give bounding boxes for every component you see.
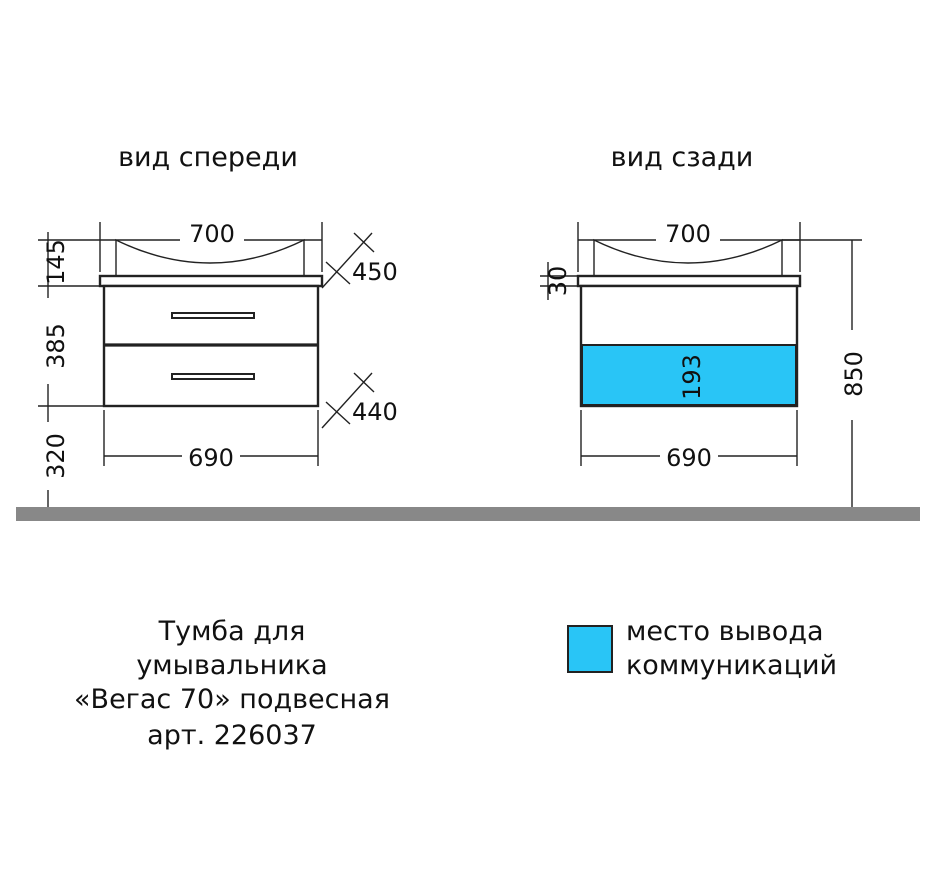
front-view-title: вид спереди bbox=[118, 142, 298, 173]
legend: место вывода коммуникаций bbox=[567, 616, 837, 681]
caption-line-2: умывальника bbox=[136, 650, 327, 681]
front-depth-top-cross-2 bbox=[353, 232, 375, 253]
front-drawer-handle-top bbox=[171, 312, 255, 319]
back-communication-zone bbox=[581, 344, 797, 406]
front-h-floor-label: 320 bbox=[42, 433, 70, 479]
back-view: вид сзади 700 690 30 193 850 bbox=[540, 142, 868, 508]
front-depth-bottom-cross bbox=[325, 401, 351, 425]
back-width-bottom-label: 690 bbox=[666, 444, 712, 472]
product-caption: Тумба для умывальника «Вегас 70» подвесн… bbox=[74, 616, 390, 751]
floor-line bbox=[16, 507, 920, 521]
back-width-top-label: 700 bbox=[665, 220, 711, 248]
legend-line-2: коммуникаций bbox=[626, 650, 837, 681]
front-drawer-handle-bottom bbox=[171, 373, 255, 380]
front-depth-top-cross bbox=[325, 261, 351, 285]
back-view-title: вид сзади bbox=[611, 142, 754, 173]
back-sink-basin bbox=[593, 238, 783, 276]
front-view: вид спереди 700 690 145 385 320 bbox=[38, 142, 398, 520]
front-h-body-label: 385 bbox=[42, 323, 70, 369]
front-width-top-label: 700 bbox=[189, 220, 235, 248]
front-depth-bottom-cross-2 bbox=[353, 372, 375, 393]
back-h-top-label: 30 bbox=[544, 266, 572, 297]
caption-line-1: Тумба для bbox=[158, 616, 306, 647]
back-countertop bbox=[576, 274, 802, 288]
front-depth-top-label: 450 bbox=[352, 258, 398, 286]
front-depth-bottom-label: 440 bbox=[352, 398, 398, 426]
back-h-comm-label: 193 bbox=[678, 354, 706, 400]
legend-swatch bbox=[567, 625, 613, 673]
caption-line-4: арт. 226037 bbox=[147, 720, 317, 751]
front-countertop bbox=[98, 274, 324, 288]
front-sink-basin bbox=[115, 238, 305, 276]
legend-line-1: место вывода bbox=[626, 616, 824, 647]
front-width-bottom-label: 690 bbox=[188, 444, 234, 472]
front-h-sink-label: 145 bbox=[42, 239, 70, 285]
caption-line-3: «Вегас 70» подвесная bbox=[74, 684, 390, 715]
back-h-total-label: 850 bbox=[840, 351, 868, 397]
